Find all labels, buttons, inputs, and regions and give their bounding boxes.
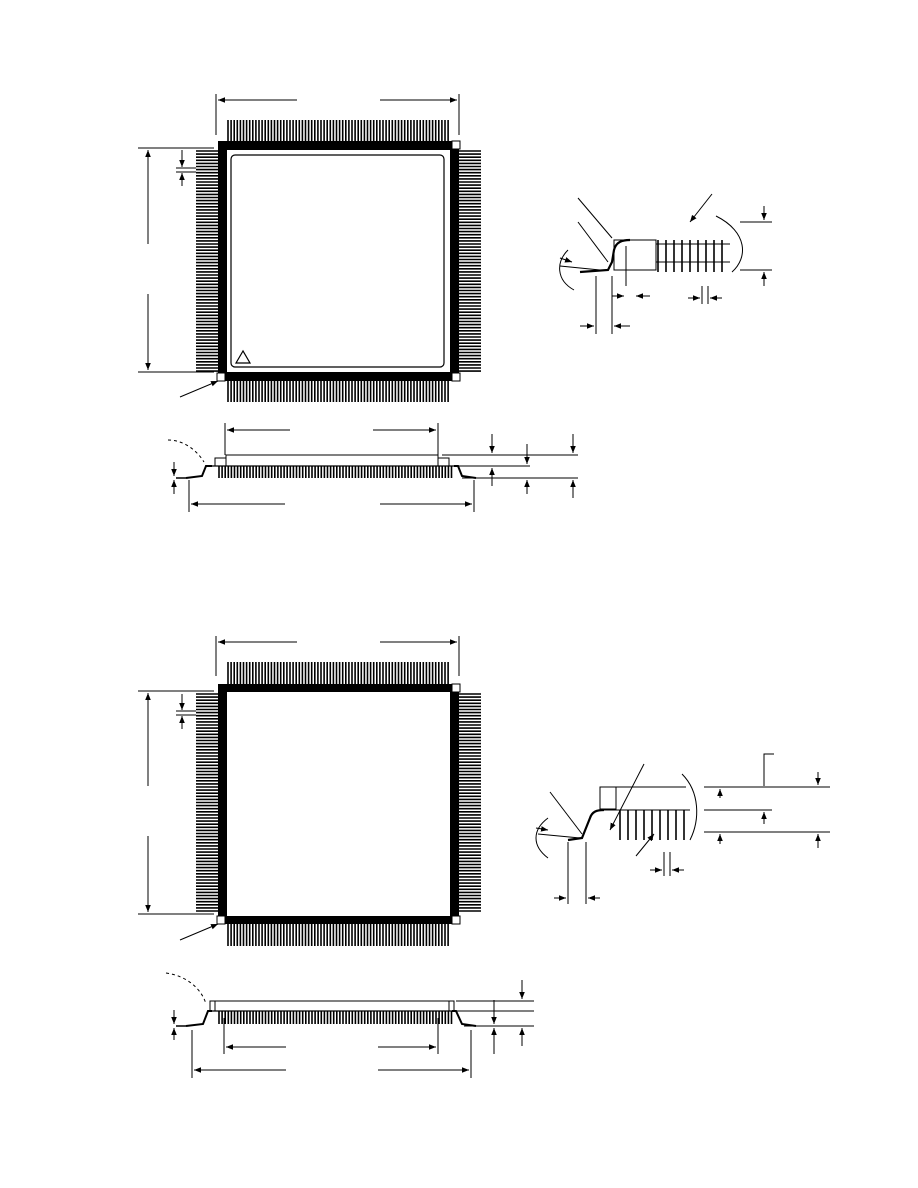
- detail-break-line-2: [681, 773, 698, 841]
- side-foot-left: [185, 465, 212, 479]
- dimension-overall-height: [138, 147, 214, 373]
- dimension-overall-width-2: [215, 636, 460, 676]
- detail-dimensions: [580, 206, 772, 334]
- leader-section: [689, 193, 713, 223]
- detail-lead-profile: [579, 238, 631, 274]
- detail-body-section-2: [599, 786, 617, 810]
- detail-body-section: [613, 239, 657, 271]
- side-shoulder: [437, 457, 450, 467]
- detail-lead-profile-2: [567, 808, 605, 842]
- pin1-leader-2: [179, 923, 219, 941]
- package-1-leads-left: [196, 150, 218, 372]
- package-2-leads-bottom: [227, 924, 449, 946]
- package-1-window: [227, 150, 450, 372]
- package-2-window: [227, 692, 450, 916]
- package-1-leads-bottom: [227, 381, 449, 402]
- detail-angle-arc-2: [535, 817, 549, 859]
- package-1-die-outline: [230, 154, 445, 368]
- lead-detail-callout-2: [165, 972, 207, 1005]
- lead-detail-callout: [167, 439, 205, 463]
- leader-radius-2b: [549, 791, 583, 835]
- package-1-lead-detail: [559, 193, 772, 334]
- dimension-lead-pitch-2: [176, 694, 196, 729]
- side-foot-left-2: [185, 1010, 212, 1027]
- package-2-top-view: [138, 636, 481, 946]
- corner-chamfer: [451, 915, 461, 925]
- package-2-lead-detail: [535, 753, 830, 904]
- dimension-overall-width: [215, 94, 460, 135]
- side-foot-right: [454, 465, 477, 479]
- dimension-tip-length-2: [191, 1030, 472, 1078]
- dimension-lead-pitch: [176, 150, 196, 186]
- leader-radius-1: [577, 197, 613, 239]
- package-1-leads-top: [227, 120, 449, 141]
- detail-break-line: [715, 215, 743, 273]
- corner-chamfer: [216, 372, 226, 382]
- detail-angle-arc: [559, 249, 575, 291]
- detail-lead-comb-2: [619, 810, 685, 840]
- package-1-leads-right: [459, 150, 481, 372]
- package-2-side-view: [165, 972, 534, 1078]
- leader-radius-2a: [609, 763, 645, 831]
- package-1-side-body: [225, 454, 439, 467]
- package-2-side-leads: [218, 1011, 453, 1024]
- dimension-tip-length: [188, 480, 475, 512]
- leader-radius-2: [577, 221, 609, 263]
- leader-section-2: [635, 833, 655, 857]
- detail-dimensions-2: [554, 753, 830, 904]
- package-2-leads-top: [227, 662, 449, 684]
- corner-chamfer: [216, 915, 226, 925]
- package-1-side-leads: [218, 466, 453, 478]
- dimension-overall-height-2: [138, 690, 214, 915]
- corner-chamfer: [451, 140, 461, 150]
- detail-lead-comb: [657, 240, 723, 272]
- package-2-leads-left: [196, 693, 218, 912]
- dimension-body-length: [224, 423, 439, 455]
- pin1-leader: [179, 380, 219, 398]
- dimension-lead-span-2: [223, 1018, 439, 1054]
- package-2-side-body: [209, 1000, 455, 1012]
- corner-chamfer: [451, 372, 461, 382]
- package-1-top-view: [138, 94, 481, 402]
- dimension-heights-2: [456, 980, 534, 1054]
- side-shoulder: [214, 457, 227, 467]
- side-foot-right-2: [452, 1010, 477, 1027]
- package-1-side-view: [167, 423, 578, 512]
- triangle-icon: [234, 349, 252, 364]
- package-2-leads-right: [459, 693, 481, 912]
- dimension-heights: [442, 434, 578, 498]
- corner-chamfer: [451, 683, 461, 693]
